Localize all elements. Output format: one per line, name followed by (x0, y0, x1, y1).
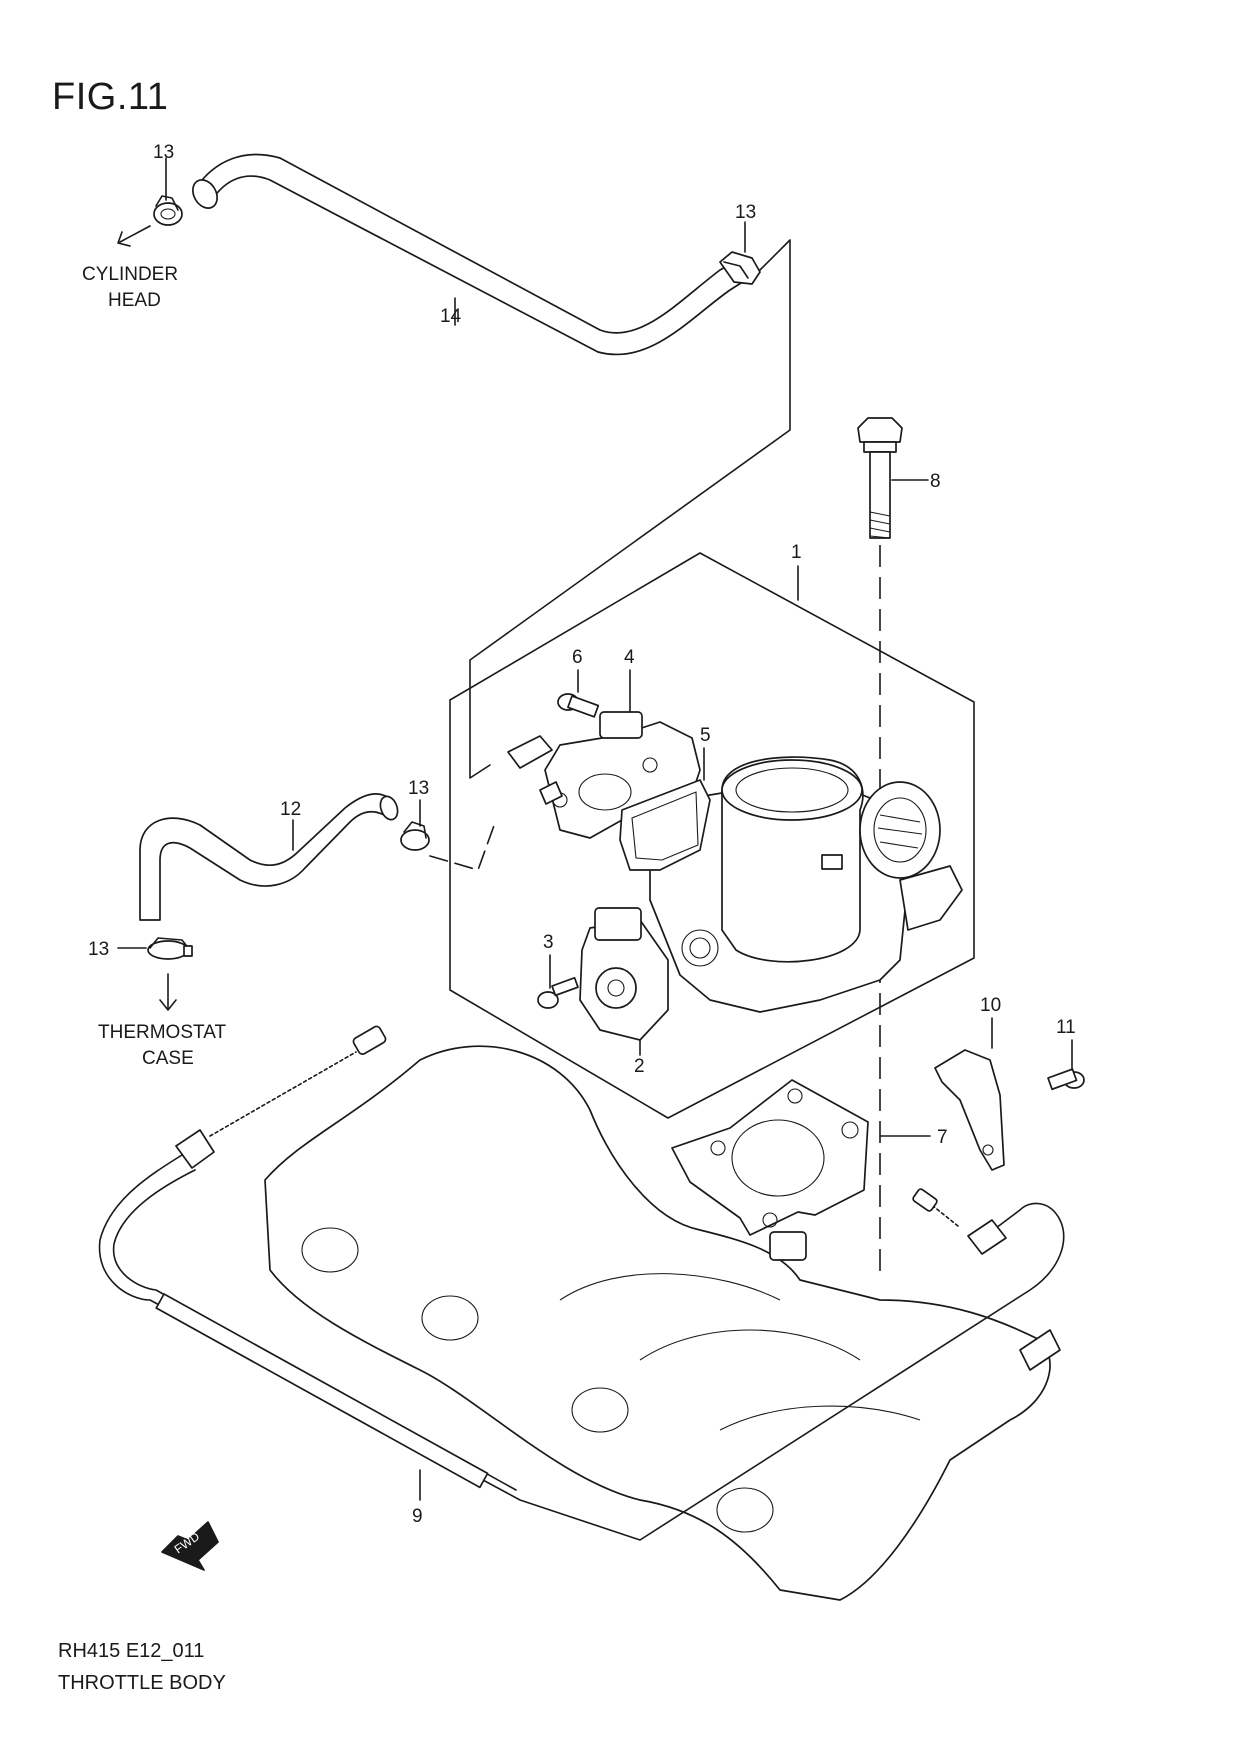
callout-13-upper-left: 13 (153, 142, 174, 163)
callout-12: 12 (280, 799, 301, 820)
callout-3: 3 (543, 932, 554, 953)
cylinder-head-label-line1: CYLINDER (82, 264, 178, 285)
callout-10: 10 (980, 995, 1001, 1016)
gasket-5 (619, 779, 711, 871)
intake-manifold (264, 1045, 1051, 1601)
callout-9: 9 (412, 1506, 423, 1527)
callout-14: 14 (440, 306, 462, 327)
throttle-body (649, 756, 963, 1013)
diagram-caption: THROTTLE BODY (58, 1672, 226, 1694)
cylinder-head-arrow-icon (117, 225, 151, 247)
bolt-11 (1047, 1068, 1085, 1091)
screw-3 (537, 976, 579, 1009)
diagram-code: RH415 E12_011 (58, 1640, 205, 1662)
callout-13-upper-right: 13 (735, 202, 756, 223)
throttle-position-sensor-2 (579, 907, 669, 1041)
throttle-cable-9 (98, 1025, 1065, 1541)
callout-11: 11 (1056, 1017, 1076, 1038)
cylinder-head-label-line2: HEAD (108, 290, 161, 311)
callout-8: 8 (930, 471, 941, 492)
figure-title: FIG.11 (52, 76, 169, 118)
callout-2: 2 (634, 1056, 645, 1077)
hose-12 (139, 793, 399, 921)
callout-7: 7 (937, 1127, 948, 1148)
gasket-7 (671, 1079, 869, 1236)
thermostat-case-label-line2: CASE (142, 1048, 194, 1069)
hose-12-route-line (429, 819, 497, 871)
hose-clamp-13-middle (400, 821, 430, 851)
fwd-arrow-icon: FWD (161, 1521, 219, 1571)
screw-6 (557, 693, 600, 718)
assembly-1-boundary (449, 552, 975, 1119)
bolt-8 (857, 417, 903, 539)
callout-13-middle: 13 (408, 778, 429, 799)
bracket-10 (934, 1049, 1005, 1171)
hose-clamp-13-upper-right (719, 251, 761, 285)
thermostat-case-arrow-icon (159, 973, 177, 1011)
callout-4: 4 (624, 647, 635, 668)
hose-clamp-13-lower (147, 937, 193, 960)
hose-14 (192, 153, 753, 356)
callout-1: 1 (791, 542, 802, 563)
hose-clamp-13-upper-left (153, 195, 183, 226)
callout-6: 6 (572, 647, 583, 668)
hose-routing-line (469, 239, 791, 779)
callout-13-lower: 13 (88, 939, 109, 960)
callout-5: 5 (700, 725, 711, 746)
thermostat-case-label-line1: THERMOSTAT (98, 1022, 226, 1043)
